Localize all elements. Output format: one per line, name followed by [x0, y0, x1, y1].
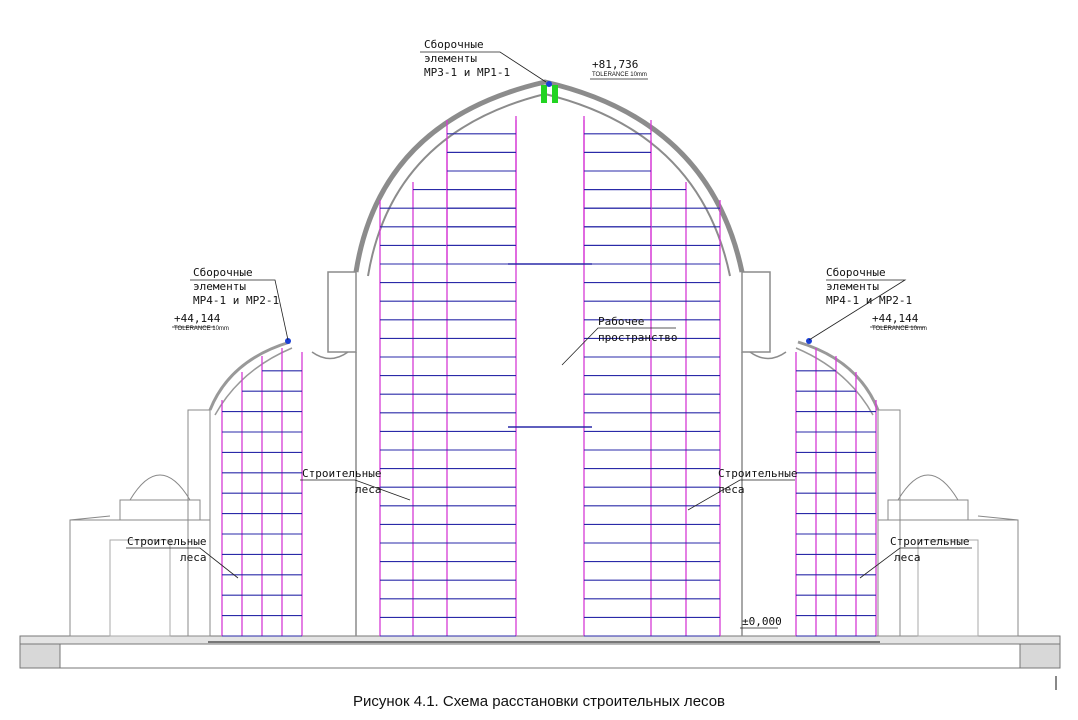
- scaffold-center-left-label: Строительные леса: [302, 467, 382, 496]
- right-wing: [795, 340, 1019, 637]
- scaffold-right-line-2: леса: [894, 551, 921, 564]
- green-marker-right: [552, 85, 558, 103]
- right-assembly-line-2: элементы: [826, 280, 879, 293]
- elevation-right: +44,144: [872, 312, 919, 325]
- scaffold-left-line-1: Строительные: [127, 535, 206, 548]
- elevation-left: +44,144: [174, 312, 221, 325]
- left-assembly-line-3: МР4-1 и МР2-1: [193, 294, 279, 307]
- tolerance-left: TOLERANCE 10mm: [174, 326, 229, 332]
- green-marker-left: [541, 85, 547, 103]
- left-assembly-line-1: Сборочные: [193, 266, 253, 279]
- scaffolding: [221, 116, 877, 637]
- left-blue-marker: [285, 338, 291, 344]
- left-assembly-line-2: элементы: [193, 280, 246, 293]
- top-assembly-line-3: МР3-1 и МР1-1: [424, 66, 510, 79]
- right-assembly-line-1: Сборочные: [826, 266, 886, 279]
- left-wing: [69, 340, 293, 637]
- leader-lines: [126, 51, 972, 629]
- elevation-marks: +81,736 TOLERANCE 10mm +44,144 TOLERANCE…: [174, 58, 927, 628]
- top-assembly-line-2: элементы: [424, 52, 477, 65]
- top-assembly-line-1: Сборочные: [424, 38, 484, 51]
- elevation-top: +81,736: [592, 58, 638, 71]
- left-assembly-label: Сборочные элементы МР4-1 и МР2-1: [193, 266, 279, 307]
- scaffold-center-right-label: Строительные леса: [718, 467, 797, 496]
- right-assembly-label: Сборочные элементы МР4-1 и МР2-1: [826, 266, 912, 307]
- scaffold-center-right-line-1: Строительные: [718, 467, 797, 480]
- work-space-label: Рабочее пространство: [598, 315, 677, 344]
- scaffold-right-label: Строительные леса: [890, 535, 969, 564]
- scaffold-left-line-2: леса: [180, 551, 207, 564]
- main-dome: [311, 79, 787, 636]
- top-blue-marker: [546, 81, 552, 87]
- scaffold-center-right-line-2: леса: [718, 483, 745, 496]
- work-space-line-1: Рабочее: [598, 315, 644, 328]
- assembly-markers: [285, 81, 812, 344]
- scaffold-center-left-line-1: Строительные: [302, 467, 381, 480]
- scaffold-left-label: Строительные леса: [127, 535, 207, 564]
- elevation-ground: ±0,000: [742, 615, 782, 628]
- tolerance-right: TOLERANCE 10mm: [872, 326, 927, 332]
- top-assembly-label: Сборочные элементы МР3-1 и МР1-1: [424, 38, 510, 79]
- right-assembly-line-3: МР4-1 и МР2-1: [826, 294, 912, 307]
- scaffold-center-left-line-2: леса: [355, 483, 382, 496]
- building-base: [19, 635, 1061, 669]
- work-platforms: [508, 263, 592, 428]
- scaffold-right-line-1: Строительные: [890, 535, 969, 548]
- work-space-line-2: пространство: [598, 331, 677, 344]
- figure-caption: Рисунок 4.1. Схема расстановки строитель…: [352, 693, 726, 710]
- tolerance-top: TOLERANCE 10mm: [592, 72, 647, 78]
